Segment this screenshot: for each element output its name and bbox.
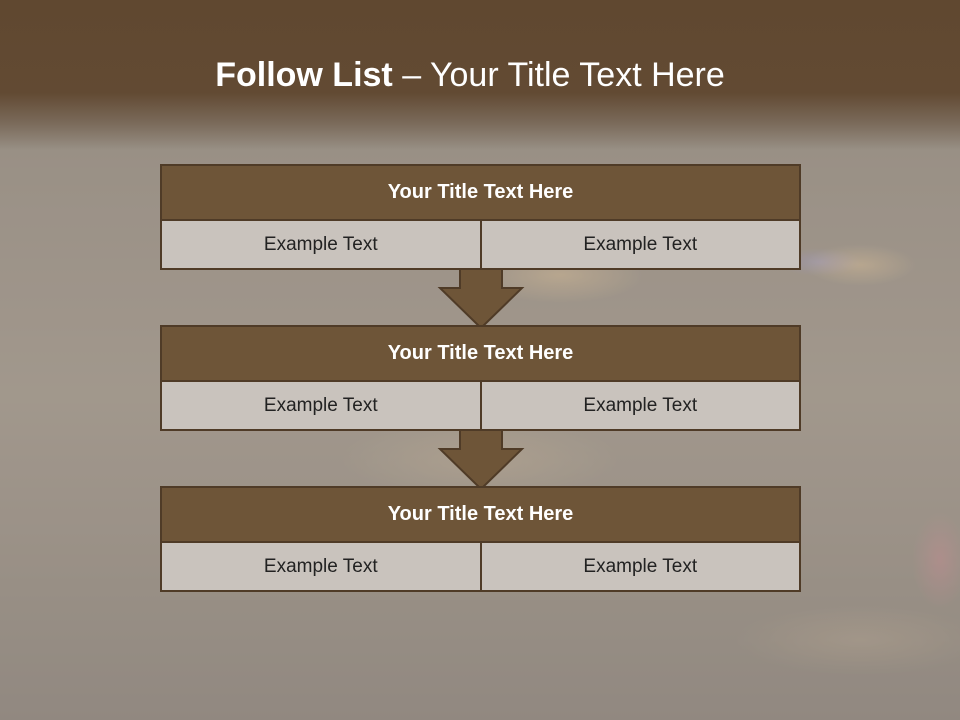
follow-block-3: Your Title Text Here Example Text Exampl… <box>160 486 801 592</box>
block-heading: Your Title Text Here <box>160 164 801 221</box>
page-title: Follow List – Your Title Text Here <box>0 52 940 98</box>
block-row: Example Text Example Text <box>160 382 801 431</box>
title-bold-part: Follow List <box>215 56 393 94</box>
block-row: Example Text Example Text <box>160 543 801 592</box>
block-cell-right: Example Text <box>479 543 800 590</box>
block-cell-right: Example Text <box>479 382 800 429</box>
block-cell-left: Example Text <box>263 233 378 255</box>
title-rest-part: – Your Title Text Here <box>392 56 725 94</box>
block-heading: Your Title Text Here <box>160 325 801 382</box>
title-bar <box>0 0 960 150</box>
down-arrow-icon <box>437 268 525 330</box>
block-cell-left: Example Text <box>263 555 378 577</box>
block-cell-left: Example Text <box>263 394 378 416</box>
down-arrow-icon <box>437 429 525 491</box>
block-cell-right: Example Text <box>479 221 800 268</box>
follow-block-2: Your Title Text Here Example Text Exampl… <box>160 325 801 431</box>
block-heading: Your Title Text Here <box>160 486 801 543</box>
follow-block-1: Your Title Text Here Example Text Exampl… <box>160 164 801 270</box>
block-row: Example Text Example Text <box>160 221 801 270</box>
